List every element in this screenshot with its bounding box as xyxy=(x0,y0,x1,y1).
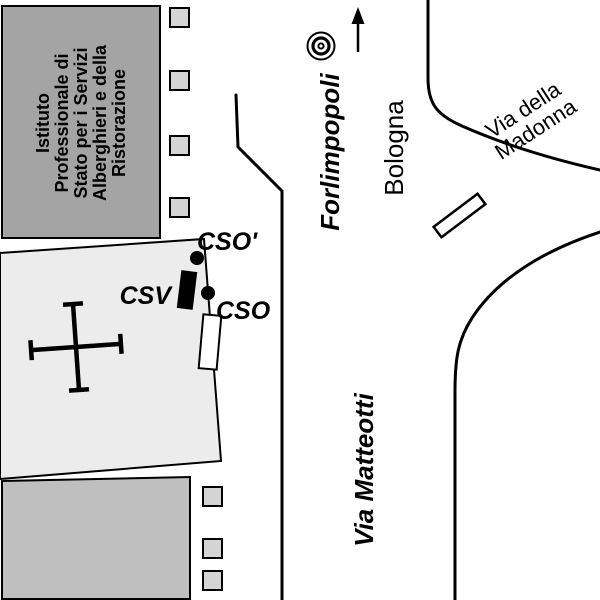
institute-name-line: Istituto xyxy=(33,93,53,153)
roadside-block xyxy=(169,70,190,91)
roadside-block xyxy=(169,7,190,28)
roadside-block xyxy=(202,486,223,507)
cso-dot xyxy=(201,286,215,300)
cross-cap xyxy=(68,386,90,393)
street-label-forlimpopoli: Forlimpopoli xyxy=(315,73,345,231)
roadside-block xyxy=(169,197,190,218)
ring-middle xyxy=(311,36,331,56)
roadside-block xyxy=(202,538,223,559)
roadside-blocks-bottom xyxy=(202,486,223,591)
lower-building xyxy=(1,475,191,600)
institute-name-line: Stato per i Servizi xyxy=(71,47,91,198)
ring-inner xyxy=(317,42,325,50)
north-arrow-icon xyxy=(351,7,365,52)
institute-name-line: Professionale di xyxy=(52,53,72,192)
road-junction-wedge-edge xyxy=(426,0,600,172)
institute-name-line: Alberghieri e della xyxy=(90,44,110,201)
road-right-edge xyxy=(453,230,600,600)
road-left-edge xyxy=(234,93,284,600)
church-cross-icon xyxy=(28,301,124,393)
csv-label: CSV xyxy=(120,282,174,310)
cross-cap xyxy=(28,340,35,361)
cross-cap xyxy=(62,301,84,308)
ring-outer xyxy=(306,31,336,61)
street-label-bologna: Bologna xyxy=(379,100,409,196)
institute-building xyxy=(1,5,161,239)
cso-prime-label: CSO' xyxy=(197,228,258,256)
north-arrow-head xyxy=(351,7,365,24)
church-building xyxy=(0,237,223,481)
roadside-blocks-top xyxy=(169,7,190,218)
cso-prime-dot xyxy=(190,251,204,265)
cross-cap xyxy=(117,333,124,354)
building-entrance xyxy=(197,313,223,371)
csv-marker xyxy=(176,270,198,310)
traffic-island xyxy=(431,192,488,239)
institute-name: Istituto Professionale di Stato per i Se… xyxy=(33,44,129,201)
roadside-block xyxy=(169,135,190,156)
landmark-rings-icon xyxy=(306,31,336,61)
cross-horizontal-bar xyxy=(30,341,122,353)
institute-name-line: Ristorazione xyxy=(109,69,129,177)
street-label-via-matteotti: Via Matteotti xyxy=(349,392,379,546)
cso-label: CSO xyxy=(216,297,271,325)
roadside-block xyxy=(202,570,223,591)
